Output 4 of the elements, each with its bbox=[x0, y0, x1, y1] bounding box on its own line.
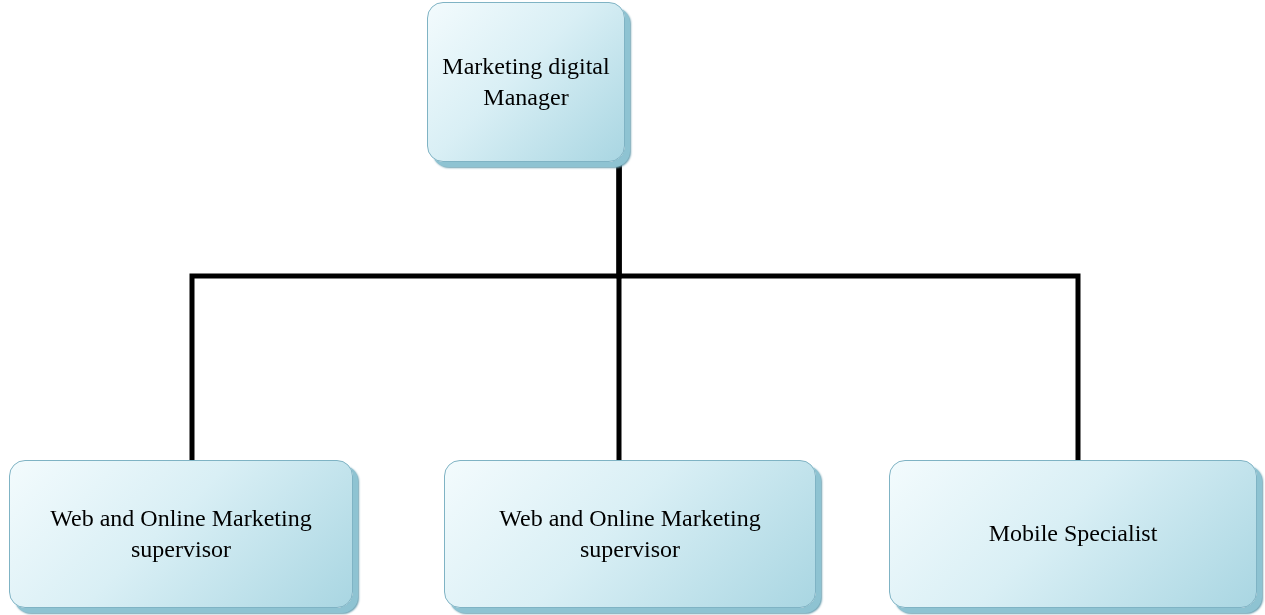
role-title: Marketing digital Manager bbox=[441, 51, 611, 112]
role-title: Mobile Specialist bbox=[987, 519, 1159, 549]
role-title: Web and Online Marketing supervisor bbox=[498, 503, 762, 564]
role-title: Web and Online Marketing supervisor bbox=[49, 503, 313, 564]
